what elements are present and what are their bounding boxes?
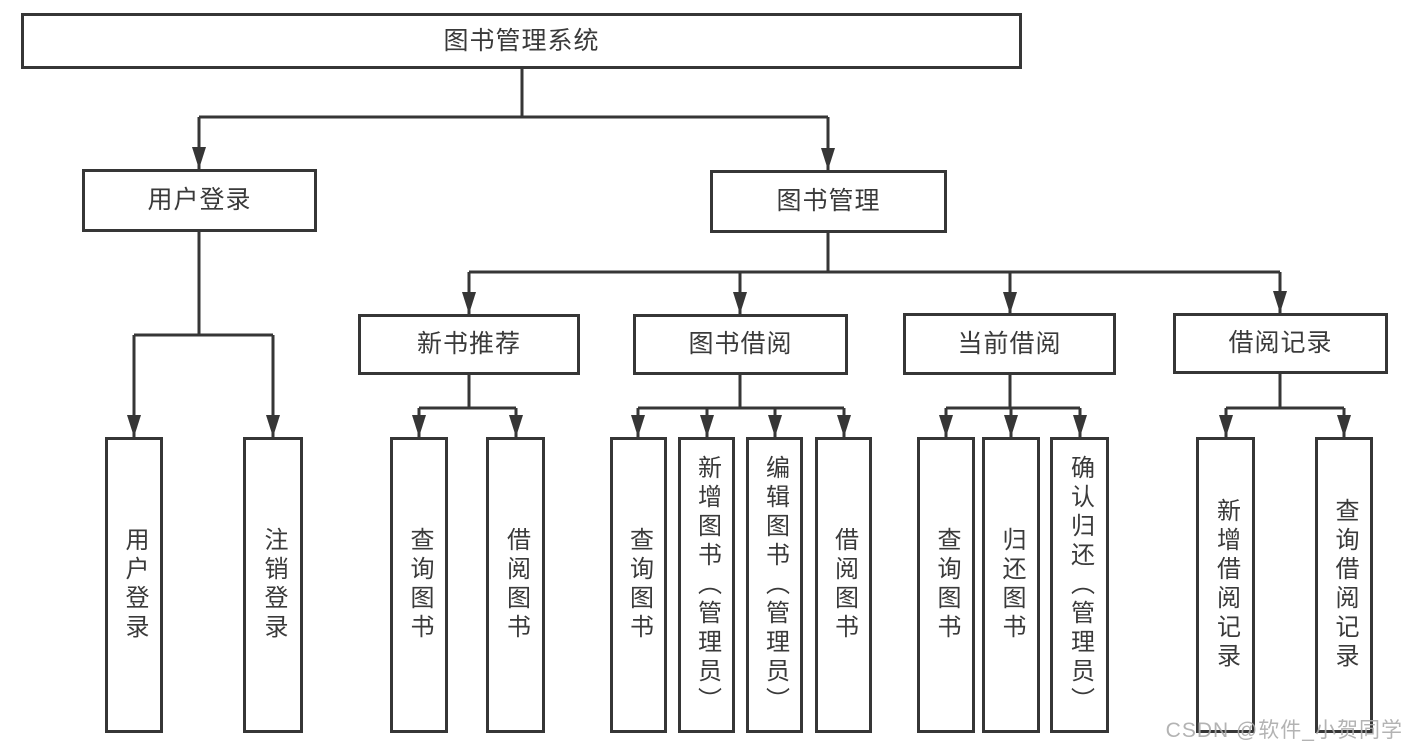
arrowhead [768, 415, 782, 437]
leaf-label: 确认归还（管理员） [1066, 454, 1094, 716]
connector-borrow-record-children [1219, 374, 1351, 437]
arrowhead [821, 148, 835, 170]
node-borrowing-records: 借阅记录 [1173, 313, 1388, 374]
arrowhead [266, 415, 280, 437]
connector-new-book-rec-children [412, 375, 523, 437]
arrowhead [733, 292, 747, 314]
leaf-logout: 注销登录 [243, 437, 303, 733]
leaf-label: 查询图书 [933, 527, 960, 643]
arrowhead [127, 415, 141, 437]
leaf-label: 新增图书（管理员） [693, 454, 721, 716]
arrowhead [509, 415, 523, 437]
arrowhead [939, 415, 953, 437]
arrowhead [412, 415, 426, 437]
leaf-borrow-books-recommend: 借阅图书 [486, 437, 545, 733]
connector-root-to-level2 [192, 69, 835, 170]
leaf-label: 编辑图书（管理员） [761, 454, 789, 716]
leaf-query-books-recommend: 查询图书 [390, 437, 448, 733]
arrowhead [192, 147, 206, 169]
leaf-query-borrow-record: 查询借阅记录 [1315, 437, 1373, 733]
leaf-query-books-current: 查询图书 [917, 437, 975, 733]
csdn-watermark: CSDN @软件_小贺同学 [1165, 719, 1403, 742]
connector-current-borrow-children [939, 375, 1087, 437]
leaf-label: 借阅图书 [502, 527, 530, 643]
leaf-label: 借阅图书 [830, 527, 858, 643]
node-book-borrowing: 图书借阅 [633, 314, 848, 375]
arrowhead [837, 415, 851, 437]
leaf-label: 新增借阅记录 [1212, 498, 1240, 672]
node-root-library-system: 图书管理系统 [21, 13, 1022, 69]
connector-book-borrow-children [631, 375, 851, 437]
arrowhead [700, 415, 714, 437]
leaf-return-books: 归还图书 [982, 437, 1040, 733]
leaf-label: 注销登录 [260, 527, 287, 643]
node-current-borrowing: 当前借阅 [903, 313, 1116, 375]
leaf-edit-books-admin: 编辑图书（管理员） [746, 437, 803, 733]
leaf-user-login: 用户登录 [105, 437, 163, 733]
leaf-confirm-return-admin: 确认归还（管理员） [1050, 437, 1109, 733]
leaf-label: 用户登录 [121, 527, 148, 643]
leaf-label: 查询借阅记录 [1331, 498, 1358, 672]
leaf-add-borrow-record: 新增借阅记录 [1196, 437, 1255, 733]
connector-book-mgmt-children [462, 233, 1287, 314]
leaf-label: 查询图书 [406, 527, 433, 643]
node-new-book-recommendation: 新书推荐 [358, 314, 580, 375]
arrowhead [1337, 415, 1351, 437]
leaf-label: 查询图书 [625, 527, 653, 643]
leaf-borrow-books-borrowing: 借阅图书 [815, 437, 872, 733]
node-book-management: 图书管理 [710, 170, 947, 233]
arrowhead [1073, 415, 1087, 437]
arrowhead [1003, 292, 1017, 314]
arrowhead [1273, 291, 1287, 313]
leaf-query-books-borrowing: 查询图书 [610, 437, 667, 733]
leaf-add-books-admin: 新增图书（管理员） [678, 437, 735, 733]
node-user-login: 用户登录 [82, 169, 317, 232]
arrowhead [631, 415, 645, 437]
arrowhead [1004, 415, 1018, 437]
connector-user-login-children [127, 232, 280, 437]
arrowhead [1219, 415, 1233, 437]
leaf-label: 归还图书 [998, 527, 1025, 643]
arrowhead [462, 292, 476, 314]
